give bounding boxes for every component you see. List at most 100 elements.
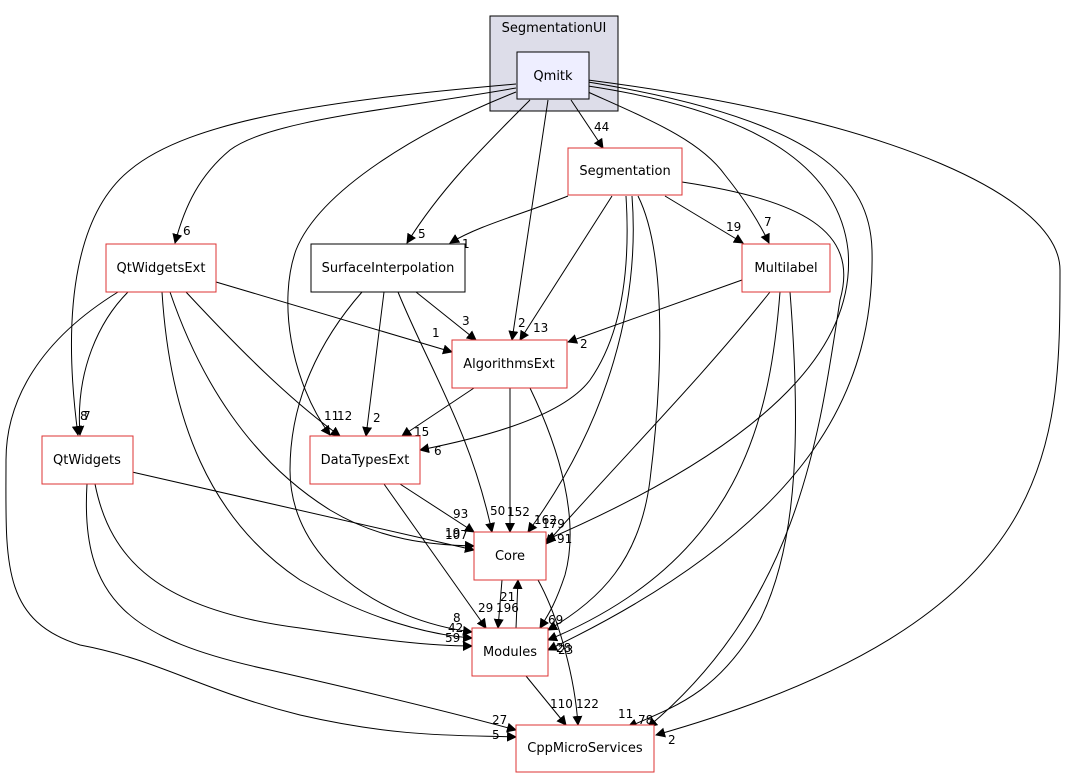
svg-text:50: 50 bbox=[490, 504, 505, 518]
edge-multilabel-algorithmsext: 2 bbox=[567, 279, 743, 351]
svg-text:6: 6 bbox=[183, 224, 191, 238]
svg-text:2: 2 bbox=[668, 733, 676, 747]
node-qmitk[interactable]: Qmitk bbox=[516, 51, 590, 100]
edge-surfaceinterpolation-algorithmsext: 3 bbox=[415, 291, 477, 341]
edge-qmitk-segmentation: 44 bbox=[570, 99, 609, 149]
svg-text:13: 13 bbox=[533, 321, 548, 335]
edge-segmentation-datatypesext: 6 bbox=[419, 195, 628, 458]
node-core[interactable]: Core bbox=[473, 531, 547, 581]
node-label: Core bbox=[495, 549, 525, 564]
svg-text:5: 5 bbox=[418, 227, 426, 241]
edge-qtwidgets-cppmicroservices: 27 bbox=[85, 483, 517, 733]
svg-text:8: 8 bbox=[80, 409, 88, 423]
svg-text:2: 2 bbox=[373, 411, 381, 425]
edge-core-cppmicroservices: 122 bbox=[537, 579, 599, 726]
svg-text:6: 6 bbox=[434, 444, 442, 458]
edge-modules-cppmicroservices: 110 bbox=[525, 675, 573, 726]
node-box bbox=[741, 243, 831, 293]
svg-text:162: 162 bbox=[534, 513, 557, 527]
node-box bbox=[471, 627, 549, 677]
edge-core-modules: 196 bbox=[493, 579, 519, 629]
edge-qmitk-algorithmsext: 2 bbox=[508, 99, 549, 341]
node-label: Qmitk bbox=[533, 69, 573, 84]
svg-text:44: 44 bbox=[594, 120, 609, 134]
edge-qtwidgets-modules: 59 bbox=[94, 483, 473, 651]
svg-text:179: 179 bbox=[542, 517, 565, 531]
svg-text:152: 152 bbox=[507, 505, 530, 519]
edge-qmitk-qtwidgetsext: 6 bbox=[172, 87, 517, 244]
node-box bbox=[309, 435, 421, 485]
node-modules[interactable]: Modules bbox=[471, 627, 549, 677]
node-box bbox=[41, 435, 134, 485]
svg-text:1: 1 bbox=[432, 326, 440, 340]
svg-text:7: 7 bbox=[764, 215, 772, 229]
edge-segmentation-algorithmsext: 13 bbox=[519, 195, 613, 341]
svg-text:27: 27 bbox=[492, 713, 507, 727]
node-label: CppMicroServices bbox=[527, 741, 643, 756]
node-qtwidgetsext[interactable]: QtWidgetsExt bbox=[105, 243, 217, 293]
edge-qmitk-cppmicroservices: 2 bbox=[587, 79, 1061, 747]
edge-multilabel-modules: 23 bbox=[547, 291, 781, 657]
svg-text:21: 21 bbox=[500, 590, 515, 604]
svg-text:2: 2 bbox=[580, 337, 588, 351]
edge-qtwidgetsext-algorithmsext: 1 bbox=[215, 281, 453, 355]
cluster-label: SegmentationUI bbox=[502, 21, 607, 36]
node-qtwidgets[interactable]: QtWidgets bbox=[41, 435, 134, 485]
svg-text:8: 8 bbox=[453, 611, 461, 625]
edge-algorithmsext-core: 152 bbox=[505, 388, 530, 533]
svg-text:107: 107 bbox=[445, 528, 468, 542]
node-box bbox=[567, 147, 683, 196]
svg-text:2: 2 bbox=[518, 316, 526, 330]
edge-qmitk-core: 179 bbox=[542, 85, 850, 542]
svg-text:19: 19 bbox=[445, 526, 460, 540]
node-box bbox=[310, 243, 466, 293]
svg-text:93: 93 bbox=[453, 507, 468, 521]
node-datatypesext[interactable]: DataTypesExt bbox=[309, 435, 421, 485]
edge-algorithmsext-datatypesext: 15 bbox=[401, 387, 475, 439]
svg-text:3: 3 bbox=[462, 314, 470, 328]
svg-text:12: 12 bbox=[337, 409, 352, 423]
edge-segmentation-core: 162 bbox=[527, 195, 634, 533]
node-surfaceinterpolation[interactable]: SurfaceInterpolation bbox=[310, 243, 466, 293]
node-algorithmsext[interactable]: AlgorithmsExt bbox=[451, 339, 568, 389]
svg-text:11: 11 bbox=[618, 707, 633, 721]
edge-qtwidgetsext-cppmicroservices: 5 bbox=[5, 291, 517, 742]
edge-datatypesext-modules: 29 bbox=[383, 483, 493, 629]
edge-multilabel-cppmicroservices: 11 bbox=[618, 291, 797, 729]
node-label: QtWidgetsExt bbox=[117, 261, 206, 276]
edge-qtwidgetsext-datatypesext: 11 bbox=[185, 291, 341, 437]
edge-segmentation-modules: 69 bbox=[547, 195, 661, 631]
edge-qmitk-surfaceinterpolation: 5 bbox=[406, 99, 531, 244]
node-multilabel[interactable]: Multilabel bbox=[741, 243, 831, 293]
svg-text:42: 42 bbox=[448, 621, 463, 635]
node-label: AlgorithmsExt bbox=[463, 357, 554, 372]
edge-surfaceinterpolation-datatypesext: 2 bbox=[362, 291, 385, 437]
edge-qmitk-datatypesext: 12 bbox=[287, 91, 517, 436]
edge-multilabel-core: 91 bbox=[545, 291, 771, 546]
svg-text:5: 5 bbox=[492, 728, 500, 742]
node-box bbox=[473, 531, 547, 581]
edge-qtwidgetsext-core: 107 bbox=[169, 291, 475, 551]
svg-text:19: 19 bbox=[726, 220, 741, 234]
svg-text:23: 23 bbox=[558, 643, 573, 657]
node-label: QtWidgets bbox=[53, 453, 121, 468]
svg-text:91: 91 bbox=[557, 532, 572, 546]
node-box bbox=[516, 51, 590, 100]
edge-qtwidgetsext-qtwidgets: 8 bbox=[74, 291, 129, 436]
edge-modules-core: 21 bbox=[500, 579, 523, 629]
edge-qtwidgetsext-modules: 42 bbox=[161, 291, 473, 643]
node-label: DataTypesExt bbox=[321, 453, 410, 468]
svg-text:1: 1 bbox=[462, 237, 470, 251]
node-cppmicroservices[interactable]: CppMicroServices bbox=[515, 724, 655, 773]
svg-text:122: 122 bbox=[576, 697, 599, 711]
edge-algorithmsext-modules bbox=[529, 387, 571, 629]
node-label: SurfaceInterpolation bbox=[322, 261, 455, 276]
node-label: Multilabel bbox=[754, 261, 817, 276]
svg-text:7: 7 bbox=[83, 409, 91, 423]
node-box bbox=[451, 339, 568, 389]
svg-text:28: 28 bbox=[556, 641, 571, 655]
node-label: Segmentation bbox=[579, 164, 670, 179]
edge-qmitk-qtwidgets: 7 bbox=[71, 83, 517, 436]
node-segmentation[interactable]: Segmentation bbox=[567, 147, 683, 196]
